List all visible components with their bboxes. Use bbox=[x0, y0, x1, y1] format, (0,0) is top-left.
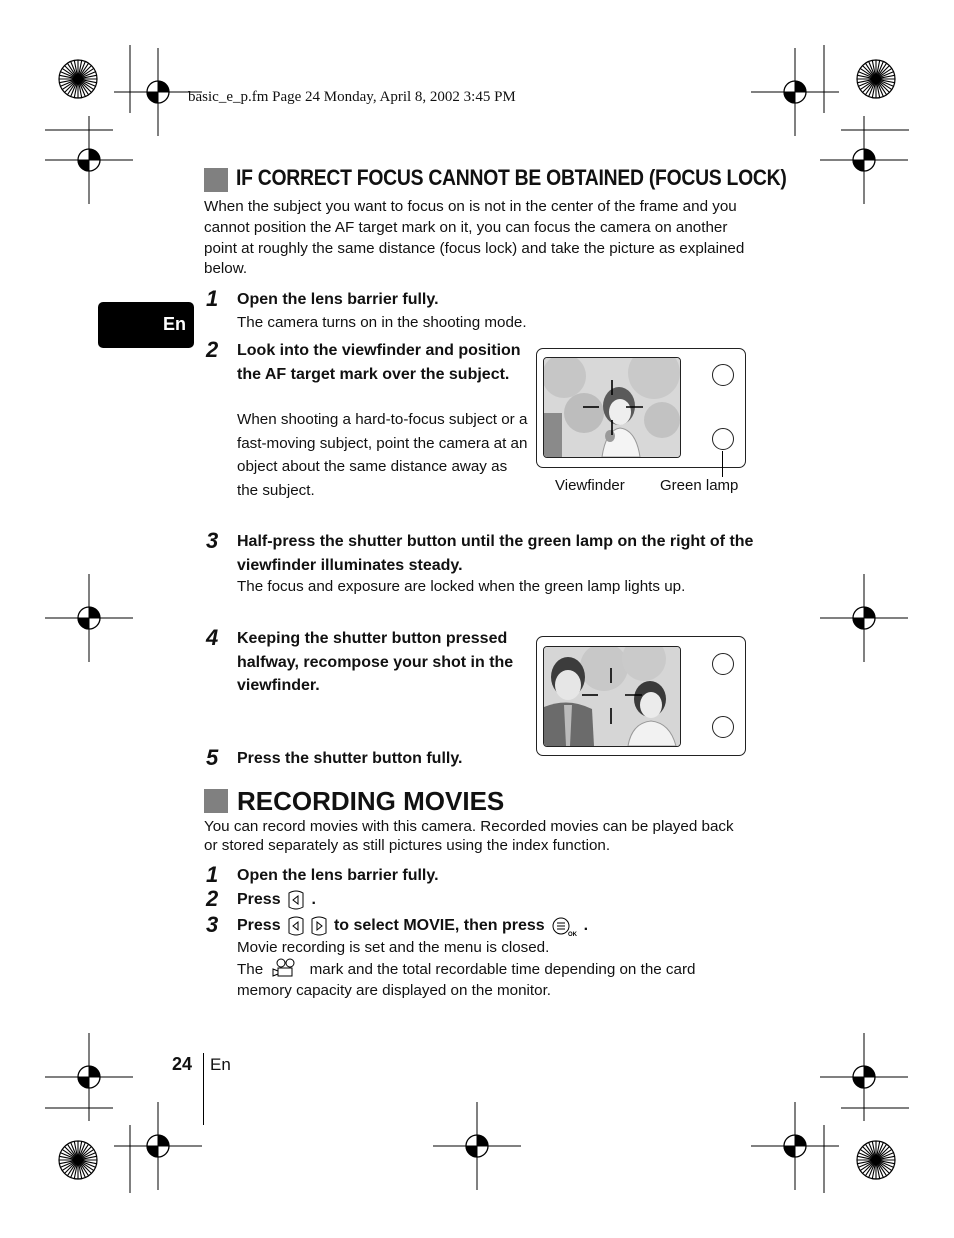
green-lamp bbox=[712, 716, 734, 738]
step-number: 3 bbox=[206, 912, 219, 937]
period: . bbox=[311, 891, 316, 908]
step-heading: Open the lens barrier fully. bbox=[237, 867, 439, 884]
mark-text: mark and the total recordable time depen… bbox=[309, 961, 696, 978]
movie-mode-icon bbox=[271, 958, 301, 978]
step-body: The focus and exposure are locked when t… bbox=[237, 578, 686, 595]
af-target-mark bbox=[583, 380, 643, 435]
viewfinder-image bbox=[543, 357, 681, 458]
step-number: 1 bbox=[206, 286, 219, 311]
step-heading: Press to select MOVIE, then press OK . bbox=[237, 914, 588, 938]
section-marker bbox=[204, 168, 228, 192]
right-arrow-button-icon bbox=[310, 915, 328, 937]
section-title-focus-lock: IF CORRECT FOCUS CANNOT BE OBTAINED (FOC… bbox=[236, 165, 787, 190]
step-body-line: The mark and the total recordable time d… bbox=[237, 958, 757, 980]
step-heading: Press . bbox=[237, 888, 316, 912]
step-heading: Open the lens barrier fully. bbox=[237, 291, 439, 308]
left-arrow-button-icon bbox=[287, 889, 305, 911]
step-heading: Half-press the shutter button until the … bbox=[237, 533, 754, 574]
language-tab: En bbox=[98, 302, 194, 348]
step-body: When shooting a hard-to-focus subject or… bbox=[237, 411, 528, 499]
viewfinder-image-recompose bbox=[543, 646, 681, 747]
press-label: Press bbox=[237, 917, 281, 934]
footer-language: En bbox=[210, 1055, 231, 1074]
press-label: Press bbox=[237, 891, 281, 908]
step-heading: Look into the viewfinder and position th… bbox=[237, 342, 521, 383]
page-number: 24 bbox=[172, 1054, 193, 1074]
step-number: 2 bbox=[206, 886, 219, 911]
indicator-lamp-top bbox=[712, 653, 734, 675]
step-heading: Keeping the shutter button pressed halfw… bbox=[237, 630, 514, 694]
menu-ok-button-icon: OK bbox=[551, 915, 578, 938]
step-body: Movie recording is set and the menu is c… bbox=[237, 937, 757, 1001]
green-lamp-leader-line bbox=[722, 451, 723, 477]
step-number: 4 bbox=[206, 625, 219, 650]
language-tab-label: En bbox=[162, 314, 186, 334]
green-lamp bbox=[712, 428, 734, 450]
viewfinder-photo-recompose bbox=[544, 647, 680, 746]
step-number: 3 bbox=[206, 528, 219, 553]
viewfinder-photo bbox=[544, 358, 680, 457]
file-stamp: basic_e_p.fm Page 24 Monday, April 8, 20… bbox=[188, 89, 516, 105]
caption-green-lamp: Green lamp bbox=[660, 477, 739, 494]
section-intro-recording-movies: You can record movies with this camera. … bbox=[204, 818, 734, 854]
section-marker bbox=[204, 789, 228, 813]
footer-divider bbox=[203, 1053, 204, 1125]
af-target-mark-recompose bbox=[582, 668, 642, 724]
section-intro-focus-lock: When the subject you want to focus on is… bbox=[204, 198, 745, 278]
step-number: 1 bbox=[206, 862, 219, 887]
period: . bbox=[583, 917, 589, 934]
svg-text:OK: OK bbox=[568, 932, 577, 937]
step-body: The camera turns on in the shooting mode… bbox=[237, 314, 527, 331]
left-arrow-button-icon bbox=[287, 915, 305, 937]
step-number: 2 bbox=[206, 337, 219, 362]
step-body-line: memory capacity are displayed on the mon… bbox=[237, 982, 552, 999]
the-word: The bbox=[237, 961, 264, 978]
caption-viewfinder: Viewfinder bbox=[555, 477, 625, 494]
section-title-recording-movies: RECORDING MOVIES bbox=[237, 786, 505, 816]
step-number: 5 bbox=[206, 745, 219, 770]
step-body-line: Movie recording is set and the menu is c… bbox=[237, 939, 550, 956]
select-movie-text: to select MOVIE, then press bbox=[333, 917, 545, 934]
step-heading: Press the shutter button fully. bbox=[237, 750, 463, 767]
indicator-lamp-top bbox=[712, 364, 734, 386]
